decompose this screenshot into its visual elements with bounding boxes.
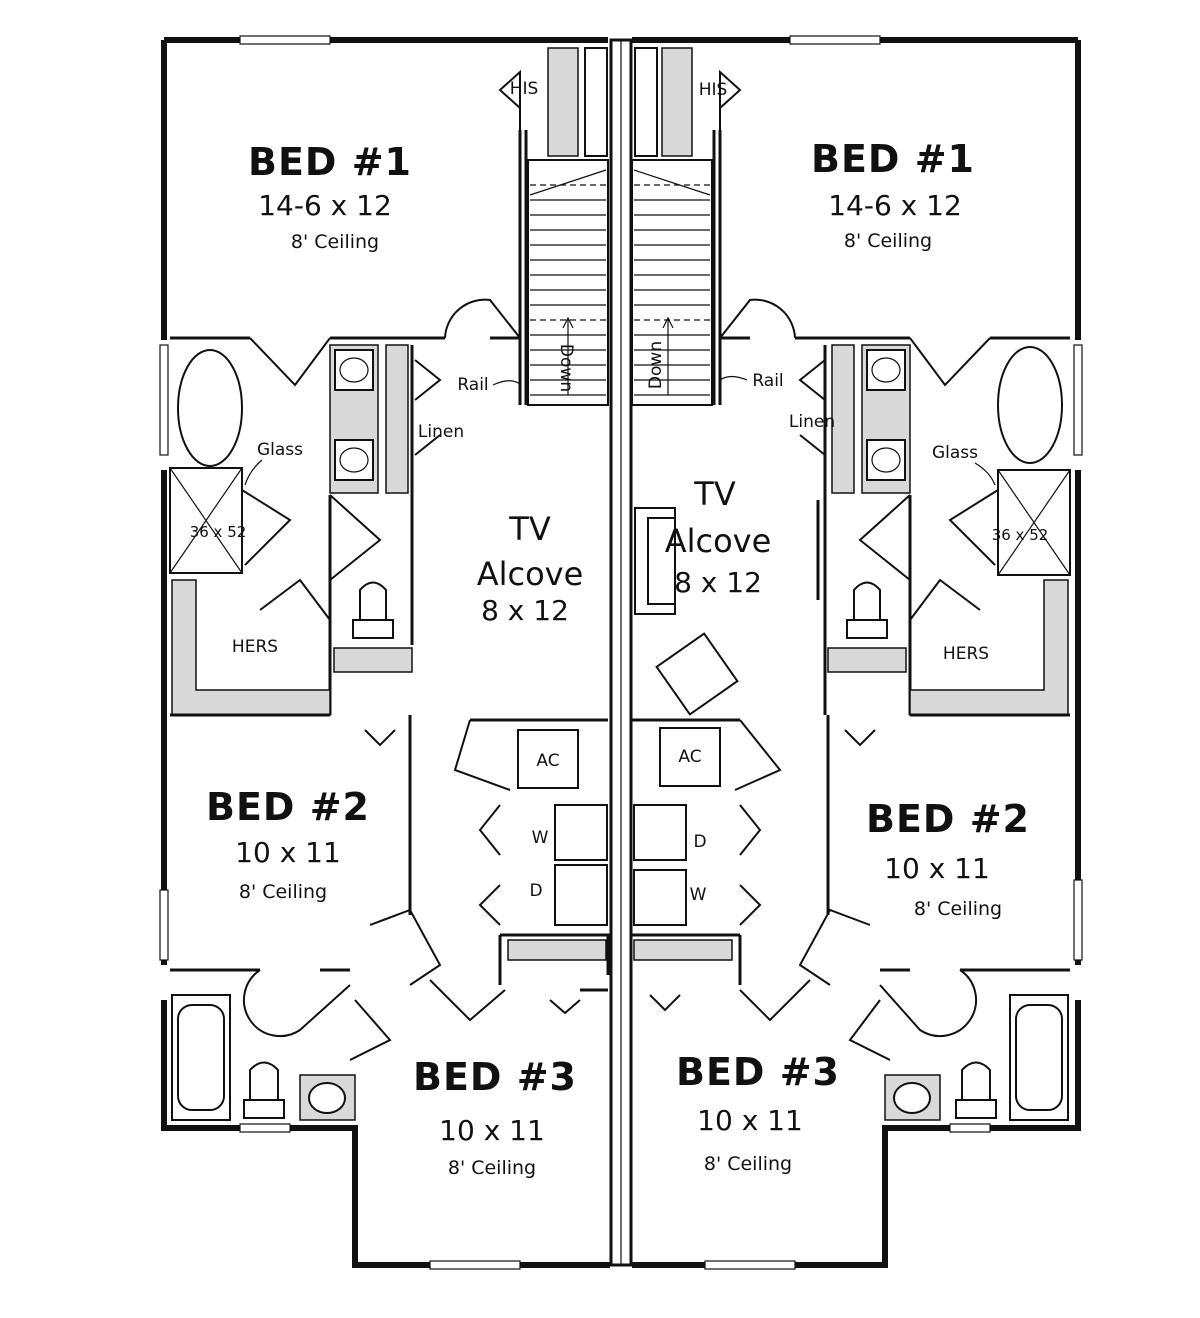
- left-bed2-ceiling: 8' Ceiling: [239, 881, 327, 903]
- right-bed2-name: BED #2: [866, 797, 1030, 841]
- right-hers-label: HERS: [943, 644, 989, 664]
- left-tv-line2: Alcove: [477, 555, 584, 593]
- left-hers-label: HERS: [232, 637, 278, 657]
- left-dryer-label: D: [529, 881, 542, 901]
- right-his-label: HIS: [699, 80, 728, 100]
- right-linen-label: Linen: [789, 412, 835, 432]
- right-glass-label: Glass: [932, 443, 978, 463]
- right-washer-label: W: [690, 885, 707, 905]
- right-labels: BED #1 14-6 x 12 8' Ceiling BED #2 10 x …: [646, 80, 1048, 1175]
- left-bed1-dims: 14-6 x 12: [258, 189, 392, 222]
- right-bed1-ceiling: 8' Ceiling: [844, 230, 932, 252]
- left-labels: BED #1 14-6 x 12 8' Ceiling BED #2 10 x …: [190, 79, 584, 1179]
- right-bed3-dims: 10 x 11: [697, 1104, 803, 1137]
- right-shower-label: 36 x 52: [992, 526, 1049, 544]
- left-his-label: HIS: [510, 79, 539, 99]
- left-linen-label: Linen: [418, 422, 464, 442]
- left-unit: [169, 47, 610, 1121]
- right-ac-label: AC: [678, 747, 701, 767]
- right-tv-line2: Alcove: [665, 522, 772, 560]
- right-tv-line1: TV: [693, 475, 736, 513]
- left-bed3-name: BED #3: [413, 1055, 577, 1099]
- left-tv-line1: TV: [508, 510, 551, 548]
- right-tv-dims: 8 x 12: [674, 566, 762, 599]
- right-bed3-name: BED #3: [676, 1050, 840, 1094]
- left-bed2-dims: 10 x 11: [235, 836, 341, 869]
- right-dryer-label: D: [693, 832, 706, 852]
- right-bed2-ceiling: 8' Ceiling: [914, 898, 1002, 920]
- left-bed1-name: BED #1: [248, 140, 412, 184]
- left-shower-label: 36 x 52: [190, 523, 247, 541]
- left-rail-label: Rail: [457, 375, 488, 395]
- left-down-label: Down: [556, 344, 576, 392]
- right-bed1-dims: 14-6 x 12: [828, 189, 962, 222]
- right-unit: [631, 47, 1071, 1121]
- right-down-label: Down: [646, 341, 666, 389]
- left-stair-treads: [529, 169, 607, 396]
- left-bed3-ceiling: 8' Ceiling: [448, 1157, 536, 1179]
- right-bed2-dims: 10 x 11: [884, 852, 990, 885]
- left-bed1-ceiling: 8' Ceiling: [291, 231, 379, 253]
- right-stair-treads: [633, 169, 711, 396]
- right-bed1-name: BED #1: [811, 137, 975, 181]
- right-rail-label: Rail: [752, 371, 783, 391]
- left-tv-dims: 8 x 12: [481, 594, 569, 627]
- left-glass-label: Glass: [257, 440, 303, 460]
- exterior-walls: [159, 35, 1083, 1270]
- left-bed3-dims: 10 x 11: [439, 1114, 545, 1147]
- left-ac-label: AC: [536, 751, 559, 771]
- left-bed2-name: BED #2: [206, 785, 370, 829]
- left-washer-label: W: [532, 828, 549, 848]
- right-bed3-ceiling: 8' Ceiling: [704, 1153, 792, 1175]
